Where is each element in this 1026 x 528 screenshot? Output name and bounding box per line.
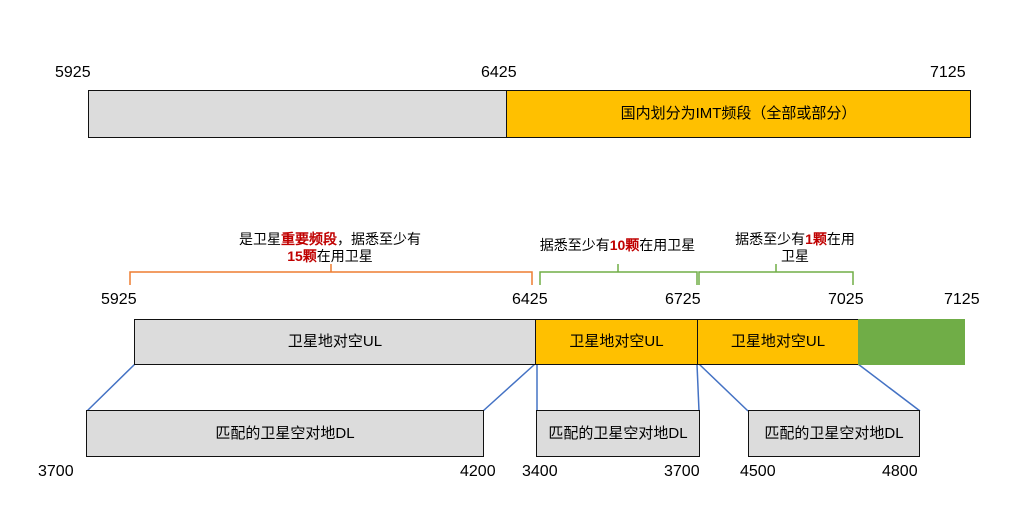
orange-brace	[129, 264, 533, 285]
connector-2-right	[696, 363, 700, 412]
top-tick-5925: 5925	[55, 64, 91, 81]
dl-box-3: 匹配的卫星空对地DL	[748, 410, 920, 457]
mid-tick-5925: 5925	[101, 291, 137, 308]
dl-box-1-label: 匹配的卫星空对地DL	[215, 424, 355, 442]
mid-tick-6725: 6725	[665, 291, 701, 308]
ul-band-2-label: 卫星地对空UL	[569, 333, 664, 350]
bottom-tick-3700-a: 3700	[38, 463, 74, 480]
mid-tick-7125: 7125	[944, 291, 980, 308]
green-band	[858, 319, 965, 365]
ul-band-1-label: 卫星地对空UL	[287, 333, 383, 350]
dl-box-2-label: 匹配的卫星空对地DL	[548, 424, 688, 442]
green-brace-2	[698, 264, 854, 285]
imt-band-label: 国内划分为IMT频段（全部或部分）	[620, 105, 857, 122]
ul-band-1: 卫星地对空UL	[134, 319, 536, 365]
top-tick-6425: 6425	[481, 64, 517, 81]
bottom-tick-3700-b: 3700	[664, 463, 700, 480]
annotation-1-suffix: ，据悉至少有	[337, 231, 421, 247]
annotation-1-count: 15颗	[287, 248, 317, 264]
bottom-tick-4500: 4500	[740, 463, 776, 480]
annotation-2-count: 10颗	[609, 237, 640, 253]
mid-tick-7025: 7025	[828, 291, 864, 308]
dl-box-3-label: 匹配的卫星空对地DL	[764, 424, 904, 442]
connector-1-right	[482, 363, 536, 412]
annotation-10-satellites: 据悉至少有10颗在用卫星	[525, 237, 710, 254]
annotation-3-tail: 在用卫星	[781, 231, 855, 264]
ul-band-3: 卫星地对空UL	[697, 319, 859, 365]
connector-3-left	[698, 363, 749, 412]
bottom-tick-4800: 4800	[882, 463, 918, 480]
connector-3-right	[857, 363, 921, 412]
annotation-2-tail: 在用卫星	[639, 237, 696, 253]
bottom-tick-3400: 3400	[522, 463, 558, 480]
imt-band: 国内划分为IMT频段（全部或部分）	[506, 90, 971, 138]
green-brace-1	[539, 264, 698, 285]
mid-tick-6425: 6425	[512, 291, 548, 308]
annotation-1-prefix: 是卫星	[239, 231, 281, 247]
ul-band-2: 卫星地对空UL	[535, 319, 698, 365]
dl-box-1: 匹配的卫星空对地DL	[86, 410, 484, 457]
annotation-3-prefix: 据悉至少有	[735, 231, 806, 247]
dl-box-2: 匹配的卫星空对地DL	[536, 410, 700, 457]
bottom-tick-4200: 4200	[460, 463, 496, 480]
connector-1-left	[86, 363, 136, 412]
annotation-1-satellite: 据悉至少有1颗在用卫星	[730, 231, 860, 265]
annotation-1-highlight: 重要频段	[281, 231, 337, 247]
annotation-important-band: 是卫星重要频段，据悉至少有 15颗在用卫星	[190, 231, 470, 265]
annotation-2-prefix: 据悉至少有	[539, 237, 610, 253]
annotation-1-tail: 在用卫星	[316, 248, 373, 264]
annotation-3-count: 1颗	[805, 231, 827, 247]
top-gray-band	[88, 90, 507, 138]
ul-band-3-label: 卫星地对空UL	[730, 333, 826, 350]
top-tick-7125: 7125	[930, 64, 966, 81]
